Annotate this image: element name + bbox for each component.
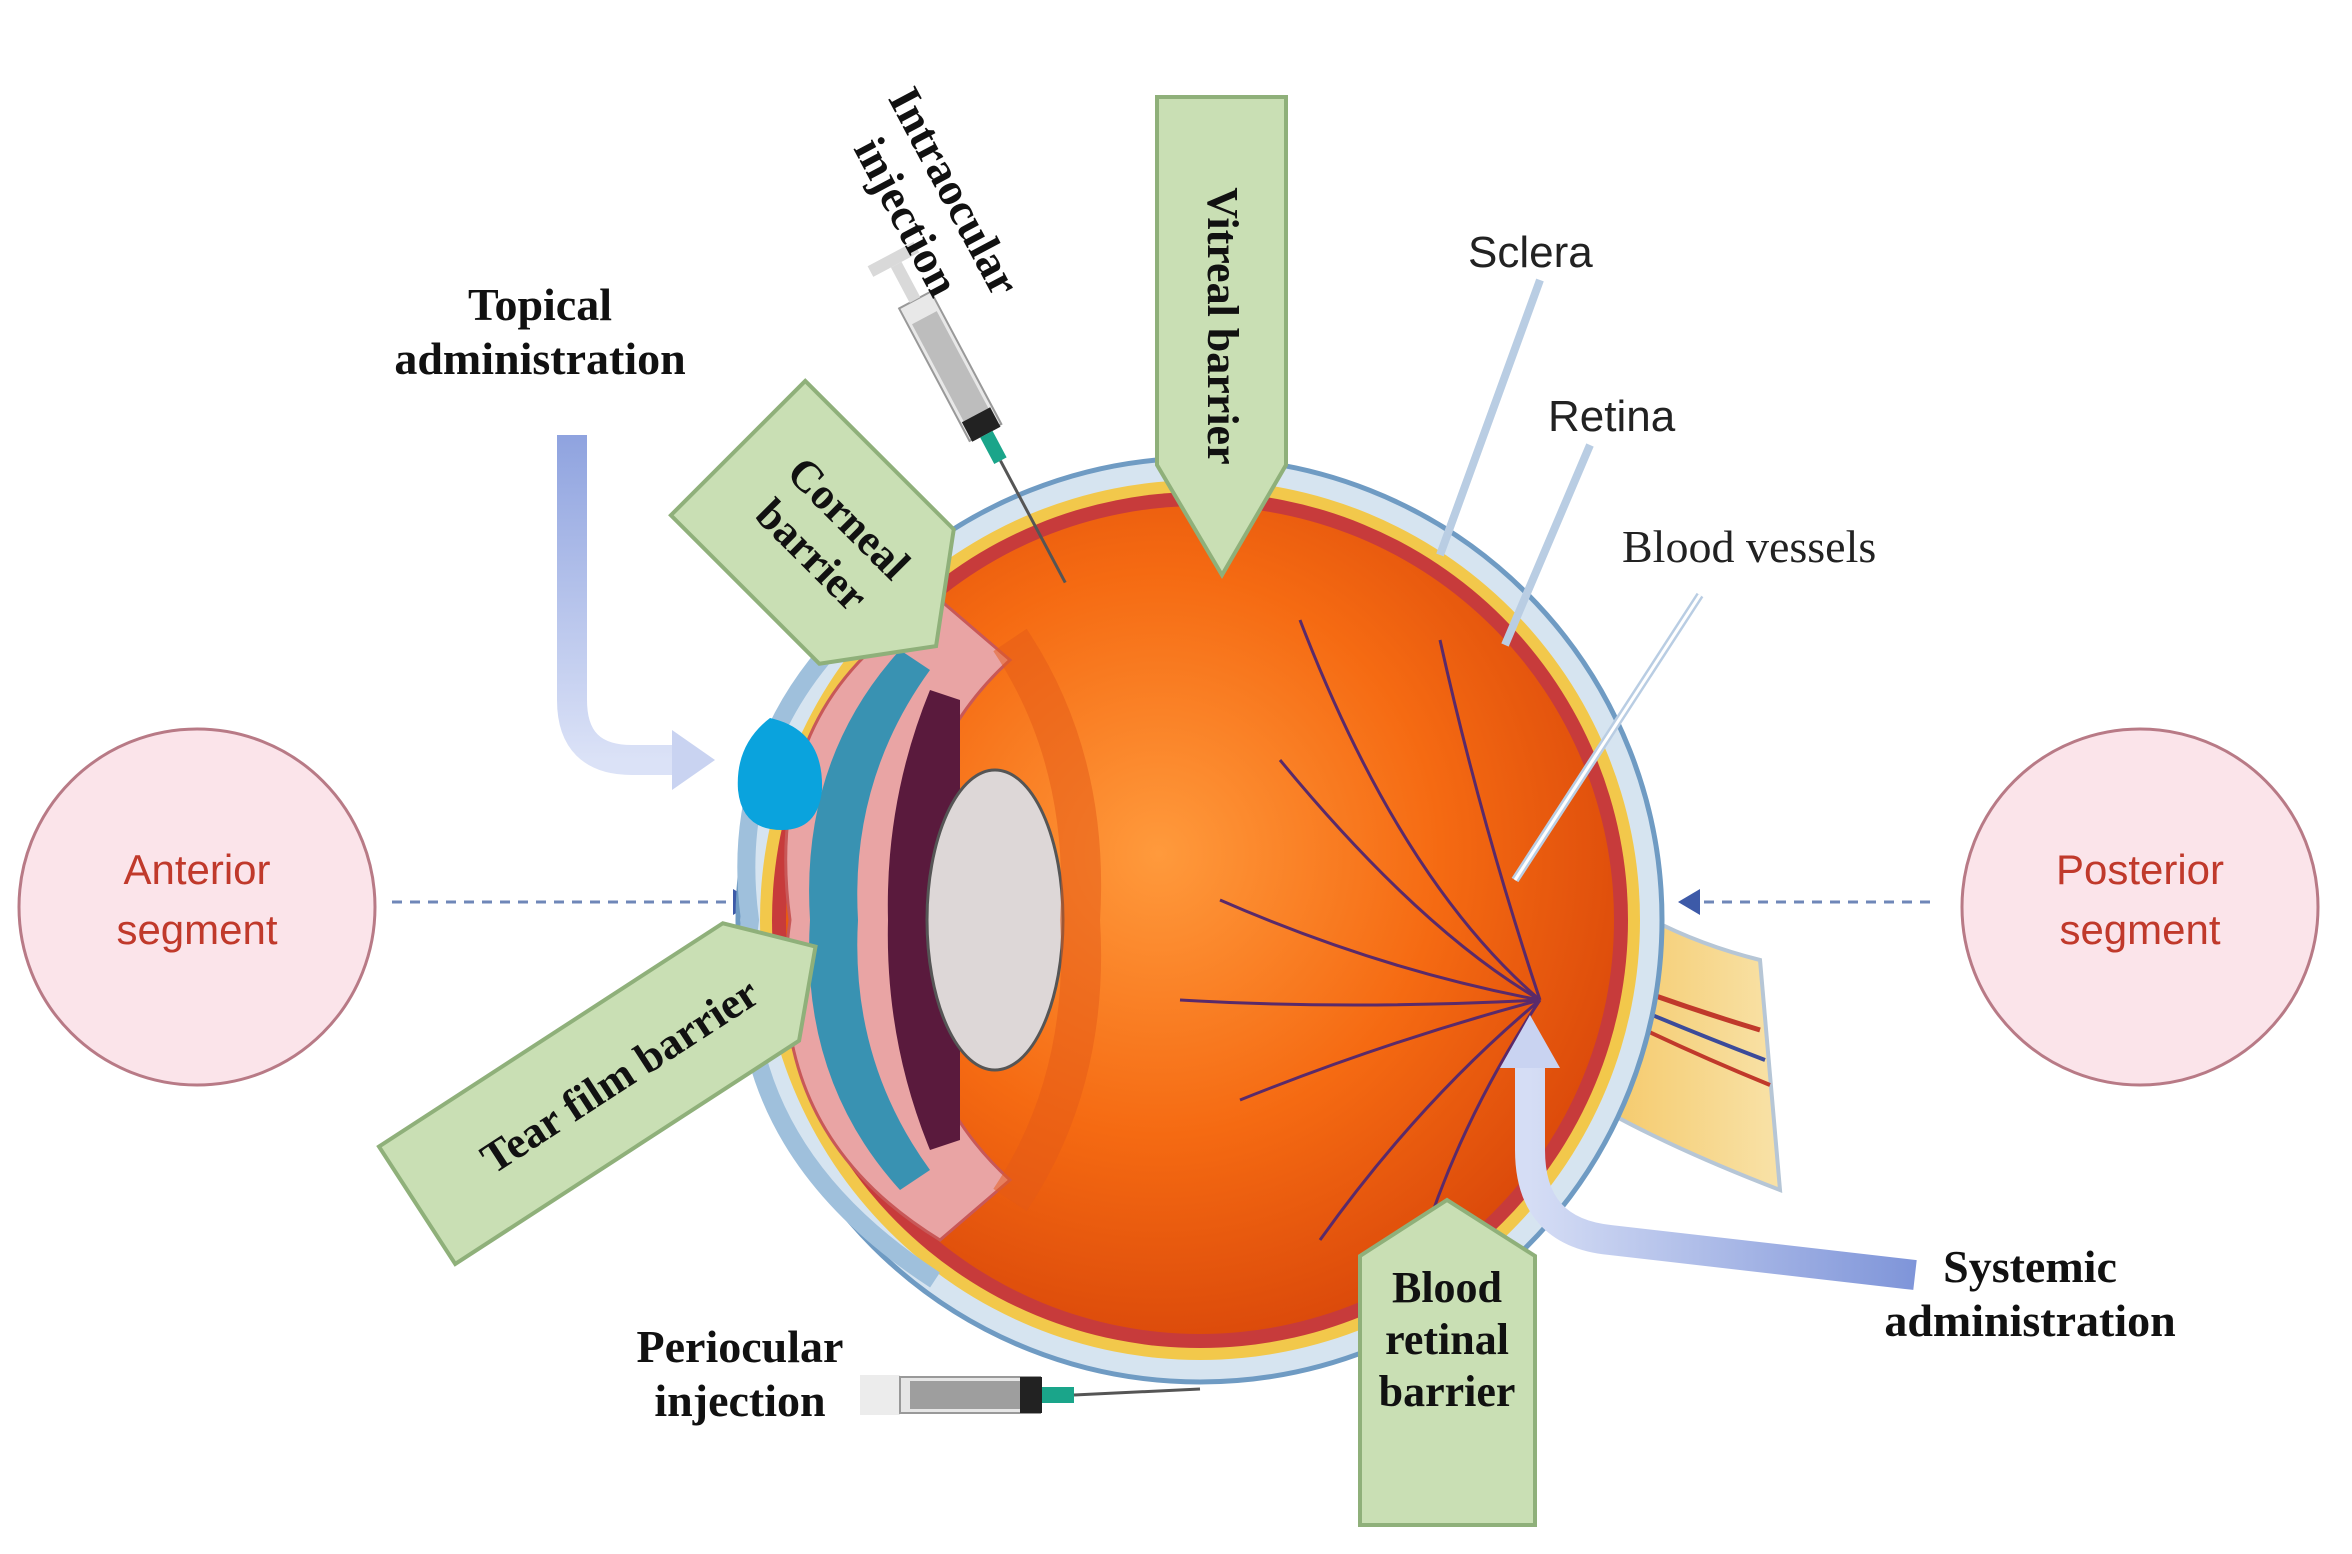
blood-vessels-label: Blood vessels <box>1622 521 1877 572</box>
topical-administration-label: Topical administration <box>394 279 686 385</box>
retina-label: Retina <box>1548 392 1676 441</box>
blood-retinal-barrier-shape <box>1358 1197 1537 1527</box>
tear-film-barrier-shape <box>376 921 818 1267</box>
anterior-segment-label: Anterior segment <box>116 846 278 953</box>
topical-route-arrowhead <box>672 730 715 790</box>
posterior-pointer-arrowhead <box>1678 889 1700 915</box>
corneal-barrier-shape <box>668 378 956 666</box>
syringe-icon <box>867 241 1067 584</box>
systemic-route-arrow <box>1515 1065 1917 1290</box>
vitreal-barrier-label: Vitreal barrier <box>1197 187 1247 465</box>
topical-route-arrow <box>557 435 680 775</box>
blood-retinal-barrier-label: Blood retinal barrier <box>1378 1263 1516 1416</box>
periocular-syringe-icon <box>860 1375 1201 1415</box>
anterior-segment-circle <box>17 727 377 1087</box>
periocular-injection-label: Periocular injection <box>636 1321 844 1427</box>
systemic-administration-label: Systemic administration <box>1884 1241 2176 1347</box>
vitreal-barrier-shape <box>1155 95 1288 579</box>
posterior-segment-label: Posterior segment <box>2055 846 2225 953</box>
eye-illustration <box>735 278 1704 1385</box>
eye-drop-icon <box>737 718 823 830</box>
sclera-label: Sclera <box>1468 228 1593 277</box>
systemic-route-arrowhead <box>1500 1015 1560 1068</box>
retina-leader <box>1501 443 1594 647</box>
posterior-segment-circle <box>1960 727 2320 1087</box>
sclera-leader <box>1436 278 1544 557</box>
